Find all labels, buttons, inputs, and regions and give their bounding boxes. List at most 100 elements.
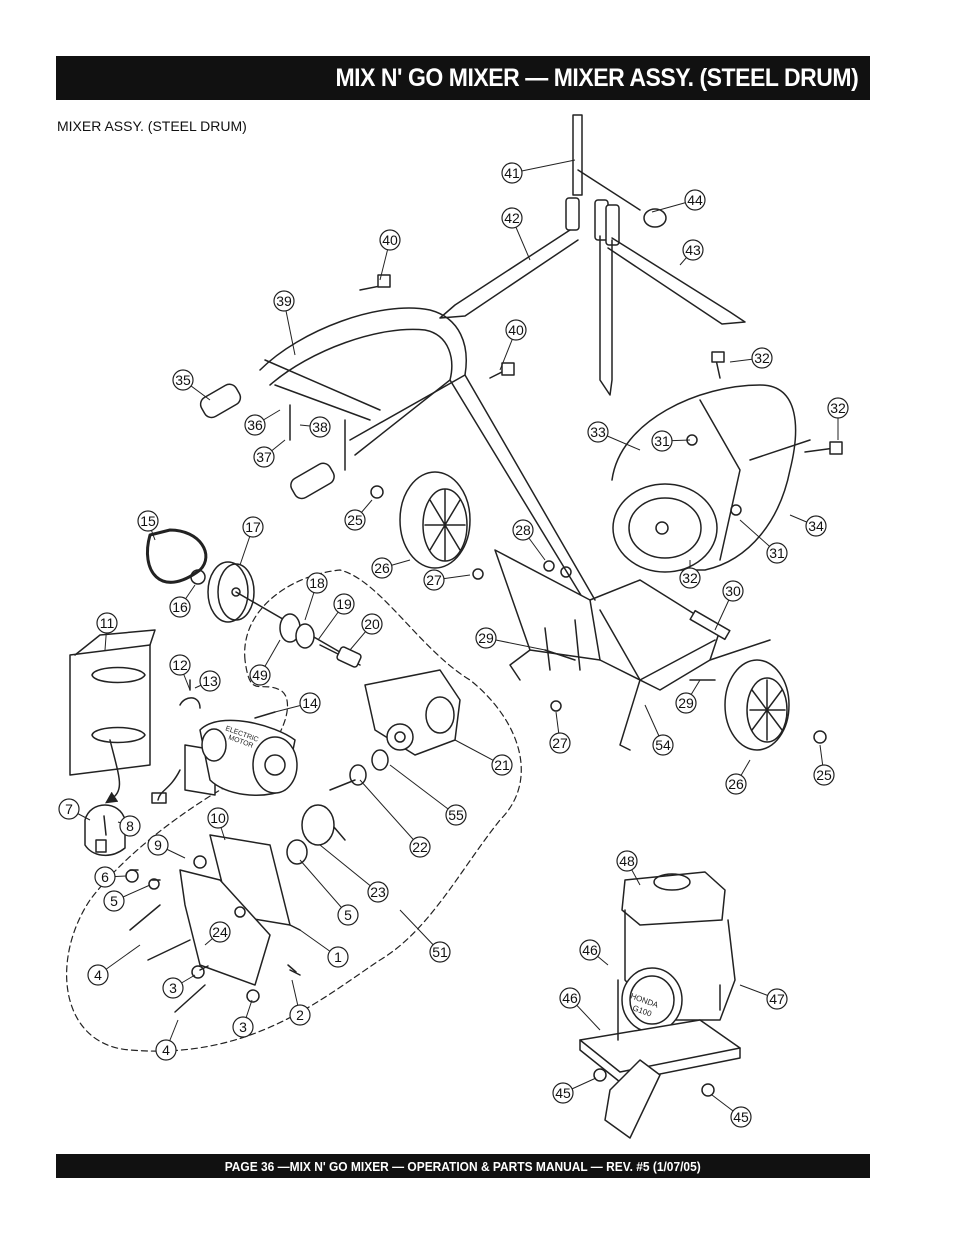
callout-number: 22 — [412, 839, 428, 855]
callout-number: 40 — [382, 232, 398, 248]
callout-number: 26 — [728, 776, 744, 792]
callout-number: 48 — [619, 853, 635, 869]
callout-circle — [137, 510, 159, 532]
exploded-parts-diagram: ELECTRIC MOTOR — [58, 114, 849, 1139]
callout-number: 20 — [364, 616, 380, 632]
callout-number: 34 — [808, 518, 824, 534]
callout-circle — [501, 207, 523, 229]
steel-drum — [611, 384, 811, 573]
callout-number: 16 — [172, 599, 188, 615]
callout-circle — [96, 612, 118, 634]
callout-number: 18 — [309, 575, 325, 591]
callout-number: 46 — [582, 942, 598, 958]
wheel-upper — [399, 471, 471, 569]
callout-circle — [244, 414, 266, 436]
callout-number: 17 — [245, 519, 261, 535]
callout-number: 13 — [202, 673, 218, 689]
callout-number: 45 — [733, 1109, 749, 1125]
callout-circle — [87, 964, 109, 986]
callout-leader — [389, 764, 457, 816]
callout-circle — [94, 866, 116, 888]
callout-number: 32 — [830, 400, 846, 416]
callout-number: 36 — [247, 417, 263, 433]
callout-number: 12 — [172, 657, 188, 673]
stand-tripod — [439, 114, 746, 396]
callout-leader — [511, 159, 576, 174]
callout-leader — [299, 859, 349, 916]
callout-number: 6 — [101, 869, 109, 885]
callout-number: 30 — [725, 583, 741, 599]
callout-circle — [651, 430, 673, 452]
callout-number: 23 — [370, 884, 386, 900]
callout-circle — [367, 881, 389, 903]
callout-number: 10 — [210, 810, 226, 826]
wheel-lower — [724, 659, 790, 751]
callout-number: 4 — [162, 1042, 170, 1058]
callout-circle — [505, 319, 527, 341]
callout-number: 38 — [312, 419, 328, 435]
callout-circle — [147, 834, 169, 856]
handle-frame — [199, 274, 843, 611]
callout-number: 24 — [212, 924, 228, 940]
callout-circle — [337, 904, 359, 926]
callout-number: 3 — [169, 980, 177, 996]
callout-number: 37 — [256, 449, 272, 465]
callout-circle — [423, 569, 445, 591]
callout-number: 32 — [682, 570, 698, 586]
page-title: MIX N' GO MIXER — MIXER ASSY. (STEEL DRU… — [335, 63, 858, 92]
callout-number: 45 — [555, 1085, 571, 1101]
callout-number: 2 — [296, 1007, 304, 1023]
shaft-parts — [279, 613, 389, 865]
callout-circle — [299, 692, 321, 714]
callout-circle — [169, 654, 191, 676]
callout-circle — [552, 1082, 574, 1104]
callout-circle — [273, 290, 295, 312]
callout-circle — [579, 939, 601, 961]
callout-number: 33 — [590, 424, 606, 440]
callout-number: 5 — [110, 893, 118, 909]
callout-circle — [587, 421, 609, 443]
gearbox — [364, 669, 461, 756]
callout-number: 4 — [94, 967, 102, 983]
callout-circle — [725, 773, 747, 795]
callout-number: 8 — [126, 818, 134, 834]
callout-circle — [155, 1039, 177, 1061]
callout-circle — [327, 946, 349, 968]
callout-circle — [722, 580, 744, 602]
callout-circle — [730, 1106, 752, 1128]
callout-circle — [253, 446, 275, 468]
callout-circle — [409, 836, 431, 858]
callout-number: 19 — [336, 596, 352, 612]
callout-circle — [209, 921, 231, 943]
callout-number: 47 — [769, 991, 785, 1007]
callout-circle — [172, 369, 194, 391]
callout-number: 25 — [816, 767, 832, 783]
callout-circle — [242, 516, 264, 538]
callout-number: 51 — [432, 944, 448, 960]
callout-circle — [199, 670, 221, 692]
callout-circle — [58, 798, 80, 820]
cart-frame — [494, 549, 771, 751]
callout-circle — [751, 347, 773, 369]
callout-leader — [319, 844, 379, 893]
callout-circle — [813, 764, 835, 786]
callout-circle — [445, 804, 467, 826]
callout-circle — [361, 613, 383, 635]
drive-belt — [145, 528, 208, 584]
hardware-parts — [179, 485, 827, 744]
honda-engine: HONDA G100 — [579, 871, 741, 1139]
callout-number: 49 — [252, 667, 268, 683]
callout-circle — [766, 988, 788, 1010]
callout-circle — [103, 890, 125, 912]
callout-circle — [289, 1004, 311, 1026]
callout-circle — [162, 977, 184, 999]
callout-circle — [333, 593, 355, 615]
electric-motor: ELECTRIC MOTOR — [151, 719, 298, 804]
callout-number: 27 — [426, 572, 442, 588]
callout-number: 42 — [504, 210, 520, 226]
callout-number: 3 — [239, 1019, 247, 1035]
callout-circle — [652, 734, 674, 756]
figure-caption: MIXER ASSY. (STEEL DRUM) — [57, 118, 247, 134]
callout-circle — [559, 987, 581, 1009]
